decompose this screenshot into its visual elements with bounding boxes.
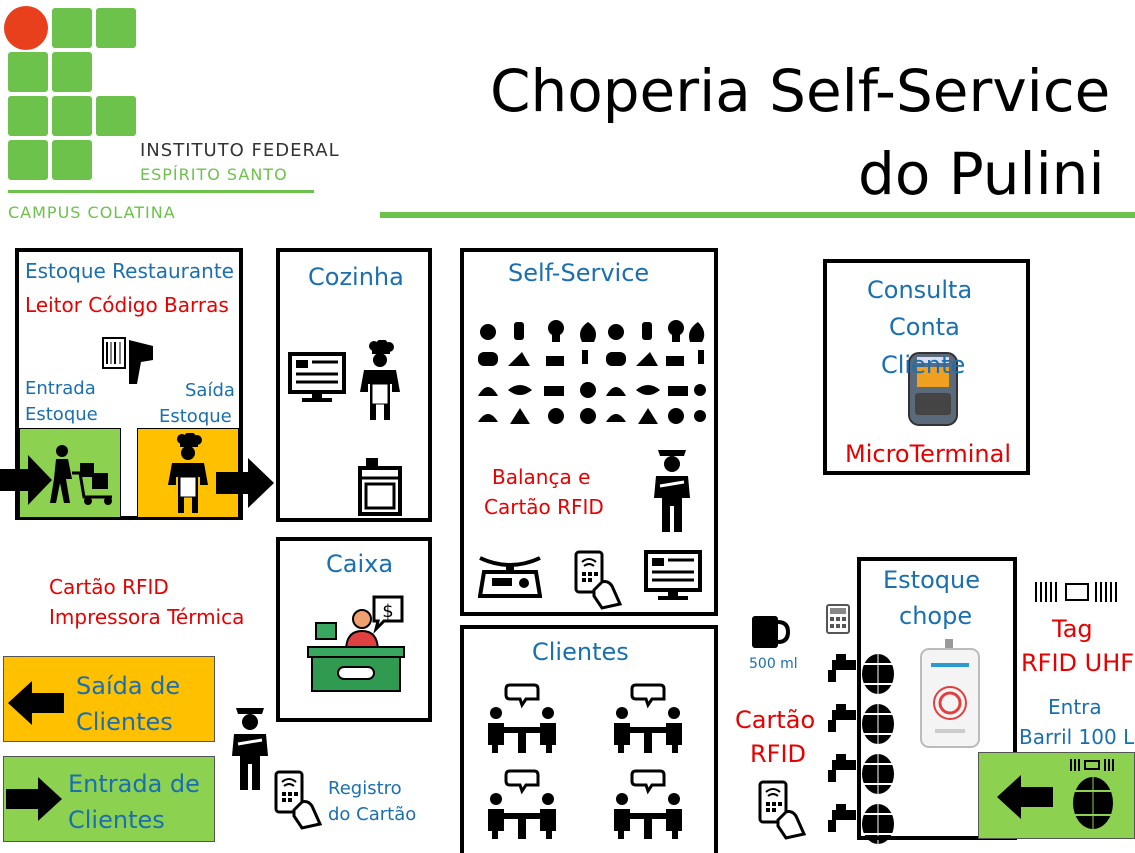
- clientes-title: Clientes: [532, 638, 629, 666]
- cozinha-title: Cozinha: [308, 263, 404, 291]
- svg-text:$: $: [382, 601, 393, 622]
- entrada-estoque-label-2: Estoque: [25, 404, 98, 425]
- left-arrow-icon: [8, 681, 64, 725]
- monitor-icon: [644, 550, 702, 600]
- self-service-title: Self-Service: [508, 259, 650, 287]
- microterminal-label: MicroTerminal: [845, 440, 1012, 468]
- entra-barril-label-2: Barril 100 L: [1019, 725, 1135, 749]
- tag-label-2: RFID UHF: [1021, 649, 1135, 677]
- barcode-reader-label: Leitor Código Barras: [25, 293, 229, 317]
- calculator-icon: [826, 604, 850, 634]
- estoque-chope-box: Estoque chope: [857, 557, 1017, 840]
- balanca-label-1: Balança e: [492, 465, 591, 489]
- right-arrow-icon: [6, 777, 62, 821]
- microterminal-icon: [908, 352, 958, 426]
- page-title-line2: do Pulini: [858, 140, 1105, 208]
- saida-estoque-area: [137, 428, 239, 518]
- estoque-restaurante-box: Estoque Restaurante Leitor Código Barras…: [15, 248, 243, 520]
- estoque-restaurante-title: Estoque Restaurante: [25, 259, 234, 283]
- table-group-icon: [614, 769, 682, 839]
- chef-icon: [168, 433, 208, 513]
- consulta-title-3: Cliente: [881, 351, 966, 379]
- scale-icon: [478, 556, 542, 598]
- registro-label-1: Registro: [328, 778, 402, 799]
- table-group-icon: [488, 683, 556, 753]
- saida-clientes-label-1: Saída de: [76, 672, 181, 700]
- balanca-label-2: Cartão RFID: [484, 495, 604, 519]
- self-service-box: Self-Service Balança e Cartão RFID: [460, 248, 718, 616]
- entra-barril-panel: [978, 752, 1135, 839]
- table-group-icon: [488, 769, 556, 839]
- estoque-chope-title-2: chope: [899, 602, 973, 630]
- logo-campus: CAMPUS COLATINA: [8, 203, 176, 222]
- consulta-title-2: Conta: [889, 313, 960, 341]
- uhf-tag-icon: [1035, 582, 1117, 602]
- consulta-title-1: Consulta: [867, 276, 973, 304]
- cartao-rfid-label-2: RFID: [750, 740, 807, 768]
- ifes-logo: INSTITUTO FEDERAL ESPÍRITO SANTO CAMPUS …: [0, 0, 380, 230]
- cartao-rfid-label-1: Cartão: [735, 706, 816, 734]
- estoque-chope-title-1: Estoque: [883, 566, 980, 594]
- page-title-line1: Choperia Self-Service: [490, 57, 1111, 125]
- clientes-box: Clientes: [460, 625, 718, 853]
- rfid-card-icon: [574, 550, 622, 610]
- worker-cart-icon: [50, 445, 112, 505]
- food-grid-icon: [476, 320, 706, 430]
- entrada-clientes-panel: Entrada de Clientes: [3, 756, 215, 842]
- cashier-icon: $: [307, 595, 405, 692]
- saida-arrow-icon: [216, 458, 274, 508]
- rfid-card-icon: [758, 780, 806, 840]
- logo-line2: ESPÍRITO SANTO: [140, 165, 288, 184]
- guard-icon: [232, 708, 268, 790]
- caixa-device-label-2: Impressora Térmica: [49, 605, 245, 629]
- mug-size-label: 500 ml: [749, 656, 798, 672]
- caixa-box: Caixa $: [276, 537, 432, 722]
- entra-barril-label-1: Entra: [1048, 695, 1102, 719]
- rfid-card-icon: [274, 770, 322, 830]
- table-group-icon: [614, 683, 682, 753]
- title-underline: [380, 212, 1135, 218]
- rfid-reader-icon: [920, 639, 980, 748]
- logo-line1: INSTITUTO FEDERAL: [140, 140, 340, 161]
- stove-icon: [358, 458, 402, 516]
- entrada-arrow-icon: [0, 455, 52, 505]
- monitor-icon: [288, 352, 346, 402]
- guard-icon: [654, 450, 690, 532]
- caixa-device-label-1: Cartão RFID: [49, 575, 169, 599]
- chef-icon: [360, 340, 400, 420]
- barrel-tap-icon: [828, 654, 894, 844]
- cozinha-box: Cozinha: [276, 248, 432, 522]
- mug-icon: [752, 616, 790, 648]
- entrada-clientes-label-2: Clientes: [68, 806, 165, 834]
- entrada-estoque-label-1: Entrada: [25, 378, 96, 399]
- entrada-clientes-label-1: Entrada de: [68, 770, 200, 798]
- barcode-scanner-icon: [102, 337, 153, 384]
- left-arrow-icon: [997, 775, 1053, 819]
- caixa-title: Caixa: [326, 550, 394, 578]
- saida-estoque-label-1: Saída: [185, 380, 235, 401]
- saida-clientes-panel: Saída de Clientes: [3, 656, 215, 742]
- tag-label-1: Tag: [1052, 615, 1093, 643]
- registro-label-2: do Cartão: [328, 804, 417, 825]
- saida-estoque-label-2: Estoque: [159, 406, 232, 427]
- consulta-box: Consulta Conta Cliente MicroTerminal: [823, 259, 1030, 475]
- barrel-tag-icon: [1070, 759, 1114, 829]
- saida-clientes-label-2: Clientes: [76, 708, 173, 736]
- logo-divider: [8, 190, 314, 193]
- logo-red-circle: [4, 6, 48, 50]
- barrel-column: [822, 652, 898, 848]
